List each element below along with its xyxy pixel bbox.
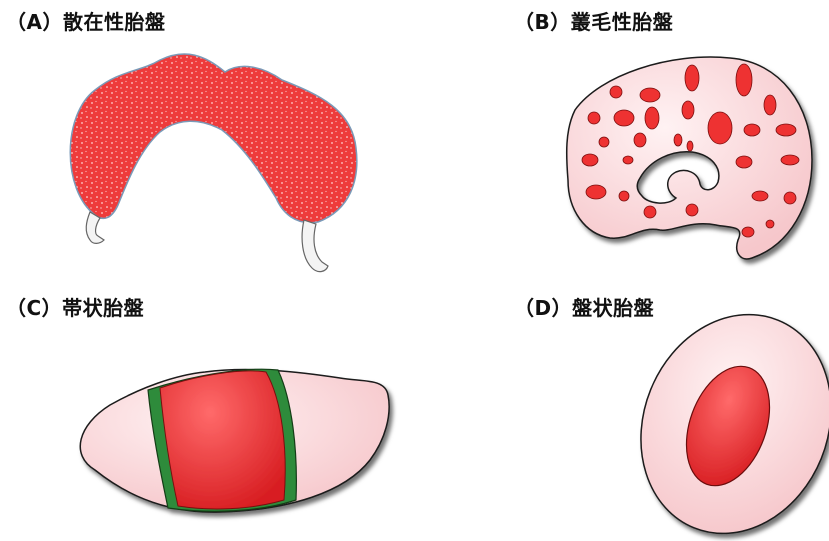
cotyledonary-placenta [567,57,812,259]
zonary-placenta [80,369,389,512]
diffuse-placenta [70,54,357,272]
discoid-placenta [609,286,829,541]
umbilical-stub-right [302,220,328,272]
diffuse-placenta-body [70,54,357,223]
zonary-band-core [160,371,285,509]
